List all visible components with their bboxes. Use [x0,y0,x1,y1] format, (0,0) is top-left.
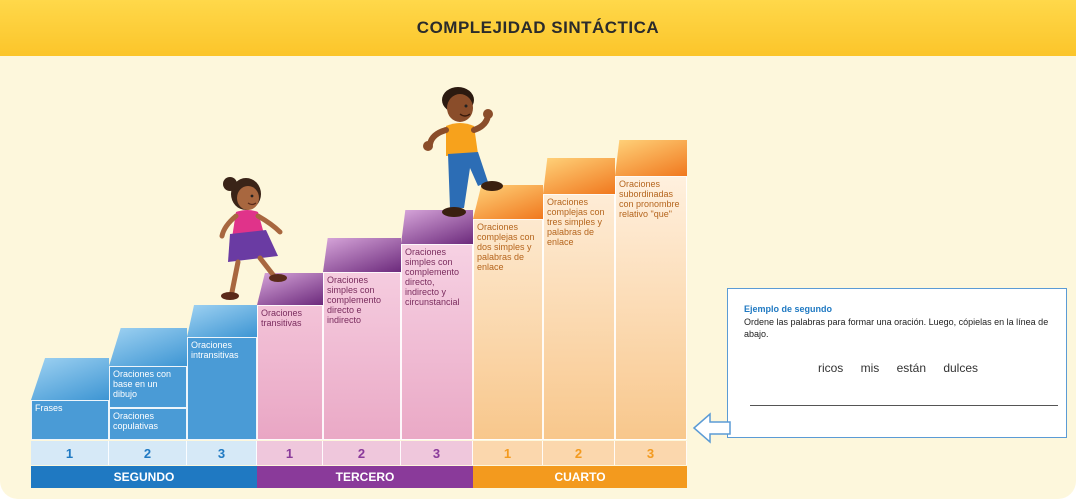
example-box: Ejemplo de segundo Ordene las palabras p… [727,288,1067,438]
level-cuarto-1: 1 [473,441,543,465]
cell-subordinadas: Oraciones subordinadas con pronombre rel… [615,176,687,440]
page-title: COMPLEJIDAD SINTÁCTICA [416,18,660,37]
answer-line [750,405,1058,406]
grade-bar-segundo: SEGUNDO [31,466,257,488]
step-top-cuarto-3 [615,140,687,176]
cell-copulativas: Oraciones copulativas [109,408,187,440]
step-top-segundo-2 [109,328,187,366]
level-segundo-2: 2 [109,441,187,465]
level-cuarto-2: 2 [543,441,615,465]
header-banner: COMPLEJIDAD SINTÁCTICA [0,0,1076,56]
level-tercero-1: 1 [257,441,323,465]
example-title: Ejemplo de segundo [744,304,833,314]
grade-bar-cuarto: CUARTO [473,466,687,488]
cell-intransitivas: Oraciones intransitivas [187,337,257,440]
cell-frases: Frases [31,400,109,440]
step-top-segundo-3 [187,305,257,337]
boy-climbing-illustration [423,87,503,217]
level-segundo-3: 3 [187,441,257,465]
level-segundo-1: 1 [31,441,109,465]
grade-bar-tercero: TERCERO [257,466,473,488]
cell-base-dibujo: Oraciones con base en un dibujo [109,366,187,408]
cell-dos-simples: Oraciones complejas con dos simples y pa… [473,219,543,440]
example-words: ricos mis están dulces [817,361,979,375]
step-top-cuarto-2 [543,158,615,194]
step-top-segundo-1 [31,358,109,400]
cell-cd-ci-cc: Oraciones simples con complemento direct… [401,244,473,440]
cell-cd-ci: Oraciones simples con complemento direct… [323,272,401,440]
level-tercero-3: 3 [401,441,473,465]
girl-climbing-illustration [219,177,287,300]
level-tercero-2: 2 [323,441,401,465]
step-top-tercero-2 [323,238,401,272]
cell-transitivas: Oraciones transitivas [257,305,323,440]
cell-tres-simples: Oraciones complejas con tres simples y p… [543,194,615,440]
step-top-cuarto-1 [473,185,543,219]
step-top-tercero-1 [257,273,323,305]
example-instruction: Ordene las palabras para formar una orac… [744,317,1049,339]
left-arrow-icon [692,412,731,444]
level-cuarto-3: 3 [615,441,687,465]
